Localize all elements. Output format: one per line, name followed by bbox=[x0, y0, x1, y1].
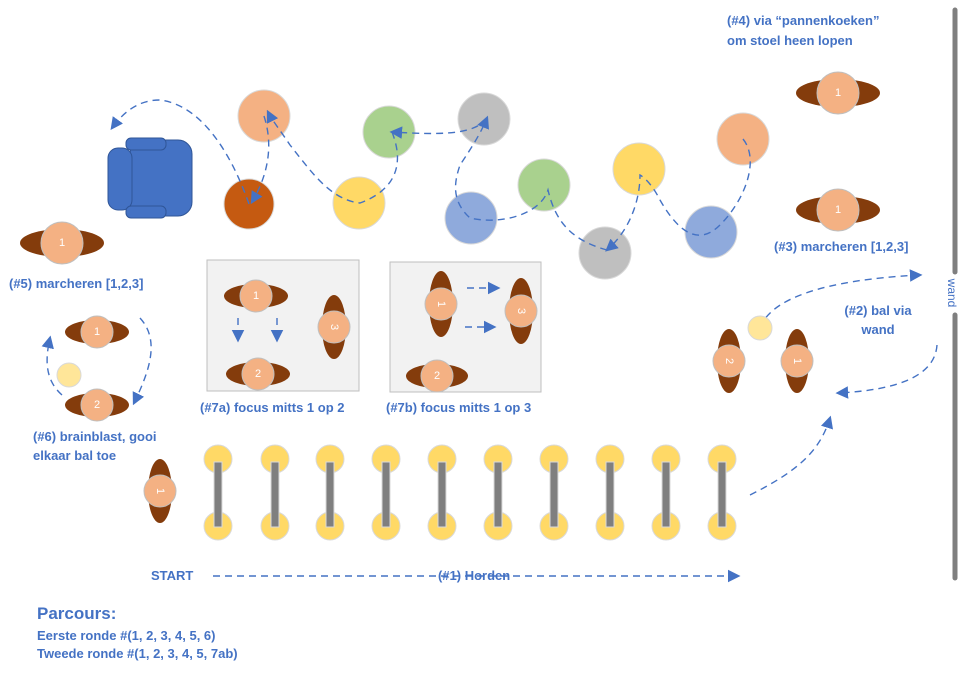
station2-label: (#2) bal via bbox=[844, 303, 912, 318]
svg-text:1: 1 bbox=[835, 87, 841, 99]
person: 1 bbox=[796, 71, 880, 115]
route-pancakes bbox=[605, 138, 751, 252]
station7b-label: (#7b) focus mitts 1 op 3 bbox=[386, 400, 531, 415]
person: 1 bbox=[424, 271, 458, 337]
hurdle bbox=[371, 444, 401, 541]
pancake-gray bbox=[457, 92, 511, 146]
hurdle bbox=[315, 444, 345, 541]
legend-title: Parcours: bbox=[37, 604, 116, 623]
person: 2 bbox=[406, 359, 468, 393]
svg-text:1: 1 bbox=[435, 301, 447, 307]
svg-text:1: 1 bbox=[835, 204, 841, 216]
ball bbox=[56, 362, 82, 388]
pancakes bbox=[223, 89, 770, 280]
hurdle bbox=[539, 444, 569, 541]
station3-label: (#3) marcheren [1,2,3] bbox=[774, 239, 908, 254]
wall-label: wand bbox=[945, 278, 959, 308]
hurdle bbox=[651, 444, 681, 541]
pancake-gray bbox=[578, 226, 632, 280]
svg-text:1: 1 bbox=[154, 488, 166, 494]
pancake-blue bbox=[684, 205, 738, 259]
svg-text:1: 1 bbox=[791, 358, 803, 364]
person: 3 bbox=[504, 278, 538, 344]
station5-label: (#5) marcheren [1,2,3] bbox=[9, 276, 143, 291]
hurdles bbox=[203, 444, 737, 541]
hurdle bbox=[260, 444, 290, 541]
station6-label: elkaar bal toe bbox=[33, 448, 116, 463]
person: 1 bbox=[224, 279, 288, 313]
svg-text:2: 2 bbox=[723, 358, 735, 364]
hurdle bbox=[707, 444, 737, 541]
person: 1 bbox=[143, 459, 177, 523]
station1-label: (#1) Horden bbox=[438, 568, 510, 583]
station4-label: (#4) via “pannenkoeken” bbox=[727, 13, 879, 28]
svg-text:3: 3 bbox=[515, 308, 527, 314]
hurdle bbox=[595, 444, 625, 541]
pancake-yellow bbox=[612, 142, 666, 196]
svg-text:2: 2 bbox=[434, 370, 440, 382]
svg-text:2: 2 bbox=[94, 399, 100, 411]
station6-label: (#6) brainblast, gooi bbox=[33, 429, 157, 444]
hurdle bbox=[203, 444, 233, 541]
svg-text:3: 3 bbox=[328, 324, 340, 330]
station2-label: wand bbox=[860, 322, 894, 337]
person: 2 bbox=[65, 388, 129, 422]
person: 1 bbox=[780, 329, 814, 393]
hurdle bbox=[427, 444, 457, 541]
svg-text:1: 1 bbox=[253, 290, 259, 302]
person: 1 bbox=[20, 221, 104, 265]
svg-text:2: 2 bbox=[255, 368, 261, 380]
station7a-label: (#7a) focus mitts 1 op 2 bbox=[200, 400, 344, 415]
hurdle bbox=[483, 444, 513, 541]
person: 1 bbox=[65, 315, 129, 349]
start-label: START bbox=[151, 568, 193, 583]
pancake-green bbox=[517, 158, 571, 212]
svg-text:1: 1 bbox=[59, 237, 65, 249]
ball bbox=[747, 315, 773, 341]
station4-label: om stoel heen lopen bbox=[727, 33, 853, 48]
legend-round2: Tweede ronde #(1, 2, 3, 4, 5, 7ab) bbox=[37, 646, 238, 661]
person: 2 bbox=[712, 329, 746, 393]
person: 3 bbox=[317, 295, 351, 359]
svg-text:1: 1 bbox=[94, 326, 100, 338]
legend-round1: Eerste ronde #(1, 2, 3, 4, 5, 6) bbox=[37, 628, 215, 643]
person: 2 bbox=[226, 357, 290, 391]
chair-icon bbox=[107, 137, 193, 219]
pancake-green bbox=[362, 105, 416, 159]
person: 1 bbox=[796, 188, 880, 232]
pancake-blue bbox=[444, 191, 498, 245]
wall: wand bbox=[945, 7, 959, 581]
